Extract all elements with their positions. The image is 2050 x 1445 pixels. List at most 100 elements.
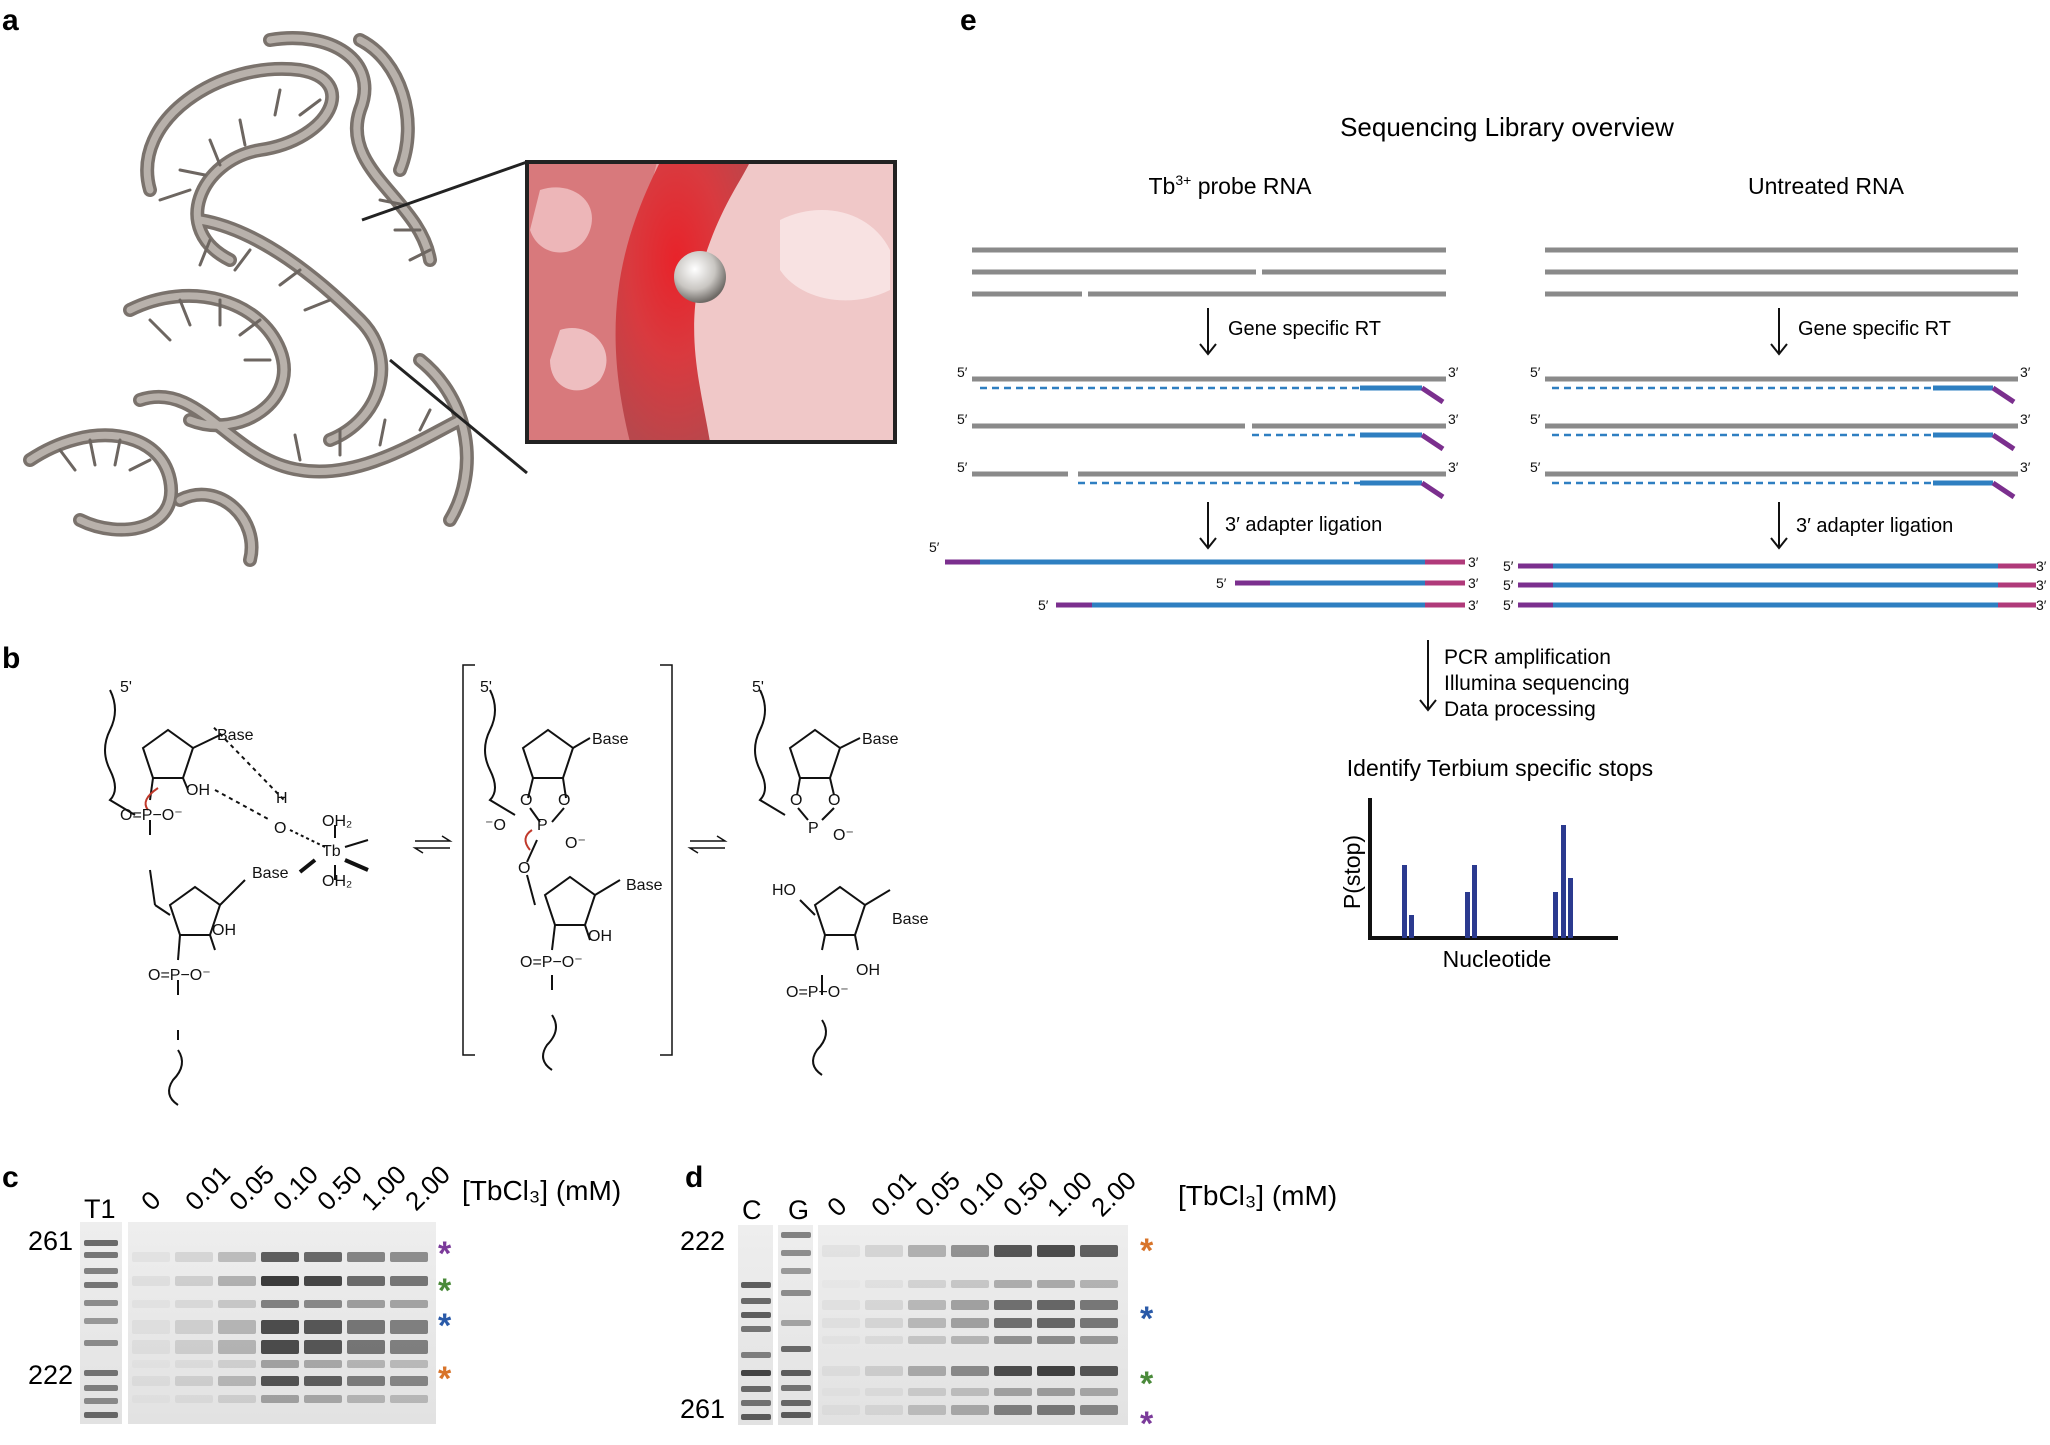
panel-letter-d: d	[685, 1161, 703, 1194]
gel-band	[304, 1376, 342, 1386]
gel-band	[347, 1276, 385, 1286]
end3-un-3: 3′	[2020, 459, 2031, 475]
end3-lig-tb-3: 3′	[1468, 597, 1479, 613]
overview-title: Sequencing Library overview	[1340, 112, 1674, 142]
gel-band	[132, 1360, 170, 1368]
lane-label-c: C	[742, 1195, 762, 1225]
five-prime-label-mid: 5'	[480, 679, 492, 696]
phosphate-label-mid: O=P−O⁻	[520, 954, 583, 971]
gel-band	[347, 1300, 385, 1308]
gel-band	[1037, 1405, 1075, 1415]
gel-band	[175, 1300, 213, 1308]
gel-band	[781, 1250, 811, 1256]
gel-band	[865, 1336, 903, 1344]
marker-222-c: 222	[28, 1360, 73, 1390]
end5-tb-3: 5′	[957, 459, 968, 475]
gel-band	[822, 1300, 860, 1310]
conc-axis-label-d: [TbCl₃] (mM)	[1178, 1180, 1337, 1211]
conc-label: 2.00	[399, 1159, 456, 1216]
gel-band	[781, 1268, 811, 1274]
gel-band	[261, 1300, 299, 1308]
lane-label-t1: T1	[84, 1194, 116, 1224]
end3-lig-un-1: 3′	[2036, 558, 2047, 574]
gel-band	[994, 1388, 1032, 1396]
gel-band	[175, 1360, 213, 1368]
conc-label: 0.05	[909, 1165, 966, 1222]
gel-band	[1080, 1336, 1118, 1344]
gel-band	[781, 1385, 811, 1391]
gel-band	[84, 1300, 118, 1306]
gel-band	[261, 1276, 299, 1286]
gel-band	[951, 1366, 989, 1376]
gel-band	[132, 1276, 170, 1286]
conc-label: 0	[821, 1191, 852, 1222]
gel-band	[741, 1370, 771, 1376]
gel-band	[951, 1405, 989, 1415]
end3-un-1: 3′	[2020, 364, 2031, 380]
untreated-rt-products	[1545, 376, 2018, 500]
end3-un-2: 3′	[2020, 411, 2031, 427]
gel-band	[132, 1395, 170, 1403]
gel-band	[908, 1405, 946, 1415]
gel-band	[390, 1276, 428, 1286]
gel-band	[951, 1245, 989, 1257]
untreated-header: Untreated RNA	[1748, 173, 1905, 199]
terbium-ion-sphere	[674, 251, 726, 303]
o-minus-label-mid: O⁻	[565, 835, 586, 852]
o-label-right-2: O	[828, 792, 840, 809]
base-label-mid-2: Base	[626, 877, 663, 894]
end5-lig-tb-3: 5′	[1038, 597, 1049, 613]
gel-band	[390, 1320, 428, 1334]
gel-band	[347, 1340, 385, 1354]
gel-band	[1080, 1388, 1118, 1396]
identify-title: Identify Terbium specific stops	[1347, 755, 1653, 781]
gel-band	[84, 1282, 118, 1288]
gel-band	[951, 1388, 989, 1396]
gel-band	[741, 1326, 771, 1332]
gel-band	[908, 1388, 946, 1396]
h-label: H	[276, 790, 288, 807]
gel-band	[132, 1252, 170, 1262]
gel-band	[390, 1376, 428, 1386]
pstop-bars	[1402, 825, 1573, 938]
base-label-right: Base	[862, 731, 899, 748]
end5-un-3: 5′	[1530, 459, 1541, 475]
marker-261-d: 261	[680, 1394, 725, 1424]
end3-lig-un-3: 3′	[2036, 597, 2047, 613]
gel-band	[218, 1276, 256, 1286]
gel-band	[908, 1366, 946, 1376]
gel-band	[1037, 1366, 1075, 1376]
end3-lig-tb-1: 3′	[1468, 554, 1479, 570]
gel-band	[347, 1252, 385, 1262]
gel-band	[390, 1340, 428, 1354]
gel-band	[175, 1376, 213, 1386]
end5-lig-tb-1: 5′	[929, 539, 940, 555]
gel-band	[908, 1318, 946, 1328]
o-label-mid-1: O	[520, 792, 532, 809]
gel-band	[822, 1388, 860, 1396]
gel-band	[84, 1412, 118, 1418]
gel-band	[1037, 1388, 1075, 1396]
gel-band	[175, 1340, 213, 1354]
gel-band	[304, 1340, 342, 1354]
oh2-bottom-label: OH₂	[322, 873, 352, 890]
gel-band	[84, 1385, 118, 1391]
untreated-rna-strands	[1545, 247, 2018, 297]
pstop-ylabel: P(stop)	[1339, 835, 1365, 909]
gel-band	[741, 1386, 771, 1392]
gel-band	[347, 1320, 385, 1334]
tb-probe-header: Tb3+ probe RNA	[1149, 172, 1313, 199]
gel-band	[261, 1376, 299, 1386]
site-star-marker: *	[1140, 1405, 1154, 1443]
gel-band	[1080, 1366, 1118, 1376]
oh-label: OH	[186, 782, 210, 799]
site-star-marker: *	[1140, 1232, 1154, 1270]
gel-band	[347, 1395, 385, 1403]
gel-band	[994, 1405, 1032, 1415]
gel-band	[741, 1414, 771, 1420]
o-label-mid-2: O	[558, 792, 570, 809]
bracket-right	[660, 664, 673, 1056]
five-prime-label: 5'	[120, 679, 132, 696]
end5-un-2: 5′	[1530, 411, 1541, 427]
